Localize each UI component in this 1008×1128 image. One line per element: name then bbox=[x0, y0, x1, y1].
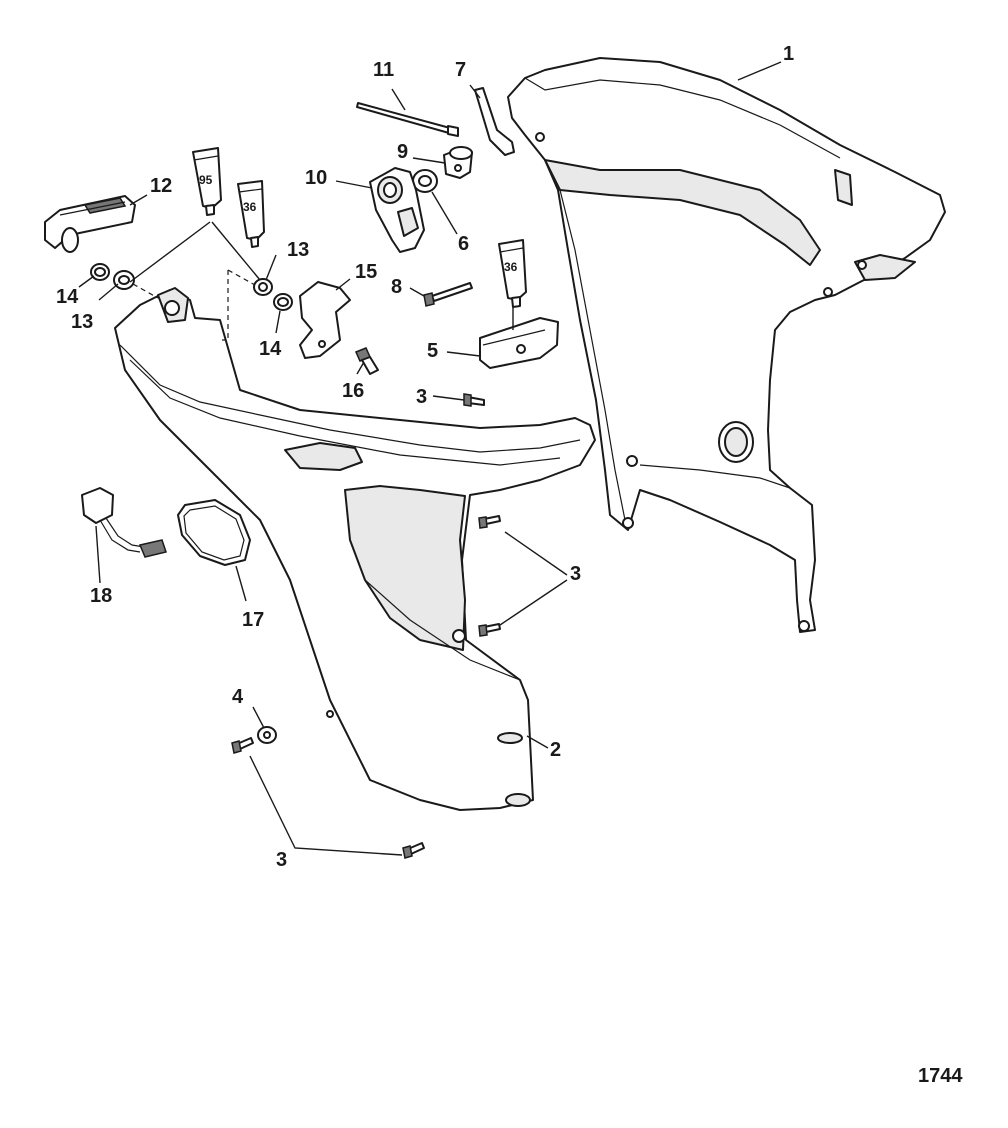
figure-number: 1744 bbox=[918, 1065, 963, 1087]
washer-14-left bbox=[90, 263, 110, 281]
cover-plate-17 bbox=[177, 499, 251, 566]
callout-14-left: 14 bbox=[56, 286, 79, 308]
screw-3-lower-b bbox=[402, 842, 425, 859]
seal-10 bbox=[369, 167, 425, 253]
callout-13-left: 13 bbox=[71, 311, 93, 333]
sealant-tube-36-right: 36 bbox=[498, 239, 527, 308]
callout-17: 17 bbox=[242, 609, 264, 631]
cover-5 bbox=[479, 317, 559, 369]
harness-18 bbox=[81, 487, 167, 558]
callout-11: 11 bbox=[373, 59, 394, 81]
callout-10: 10 bbox=[305, 167, 327, 189]
latch-plate-15 bbox=[299, 281, 351, 359]
callout-7: 7 bbox=[455, 59, 466, 81]
bushing-13-left bbox=[113, 270, 135, 290]
callout-3-lower: 3 bbox=[276, 849, 287, 871]
callout-18: 18 bbox=[90, 585, 112, 607]
washer-4 bbox=[257, 726, 277, 744]
callout-3-upper: 3 bbox=[416, 386, 427, 408]
grommet-6 bbox=[412, 169, 438, 193]
tube-label-36-right: 36 bbox=[504, 260, 518, 274]
cable-tie-11 bbox=[356, 102, 459, 137]
tube-label-95: 95 bbox=[199, 173, 213, 187]
bracket-7 bbox=[474, 87, 515, 156]
screw-3-upper bbox=[463, 393, 485, 407]
washer-14-right bbox=[273, 293, 293, 311]
callout-14-right: 14 bbox=[259, 338, 282, 360]
bottom-cowl-starboard bbox=[507, 57, 946, 633]
screw-3-mid-a bbox=[478, 515, 501, 529]
callout-9: 9 bbox=[397, 141, 408, 163]
bolt-16 bbox=[354, 347, 379, 375]
screw-3-lower-a bbox=[231, 737, 254, 754]
callout-8: 8 bbox=[391, 276, 402, 298]
sealant-tube-95: 95 bbox=[192, 147, 222, 216]
callout-13-right: 13 bbox=[287, 239, 309, 261]
latch-knob-9 bbox=[443, 146, 473, 179]
screw-3-mid-b bbox=[478, 623, 501, 637]
leader-lines bbox=[78, 61, 782, 856]
tube-label-36-left: 36 bbox=[243, 200, 257, 214]
callout-15: 15 bbox=[355, 261, 377, 283]
bolt-8 bbox=[423, 282, 473, 307]
callout-1: 1 bbox=[783, 43, 794, 65]
handle-12 bbox=[44, 195, 136, 253]
callout-5: 5 bbox=[427, 340, 438, 362]
callout-6: 6 bbox=[458, 233, 469, 255]
callout-2: 2 bbox=[550, 739, 561, 761]
sealant-tube-36-left: 36 bbox=[237, 180, 265, 248]
bushing-13-right bbox=[253, 278, 273, 296]
callout-3-mid: 3 bbox=[570, 563, 581, 585]
callout-12: 12 bbox=[150, 175, 172, 197]
callout-16: 16 bbox=[342, 380, 364, 402]
bottom-cowl-port bbox=[114, 287, 596, 811]
callout-4: 4 bbox=[232, 686, 244, 708]
